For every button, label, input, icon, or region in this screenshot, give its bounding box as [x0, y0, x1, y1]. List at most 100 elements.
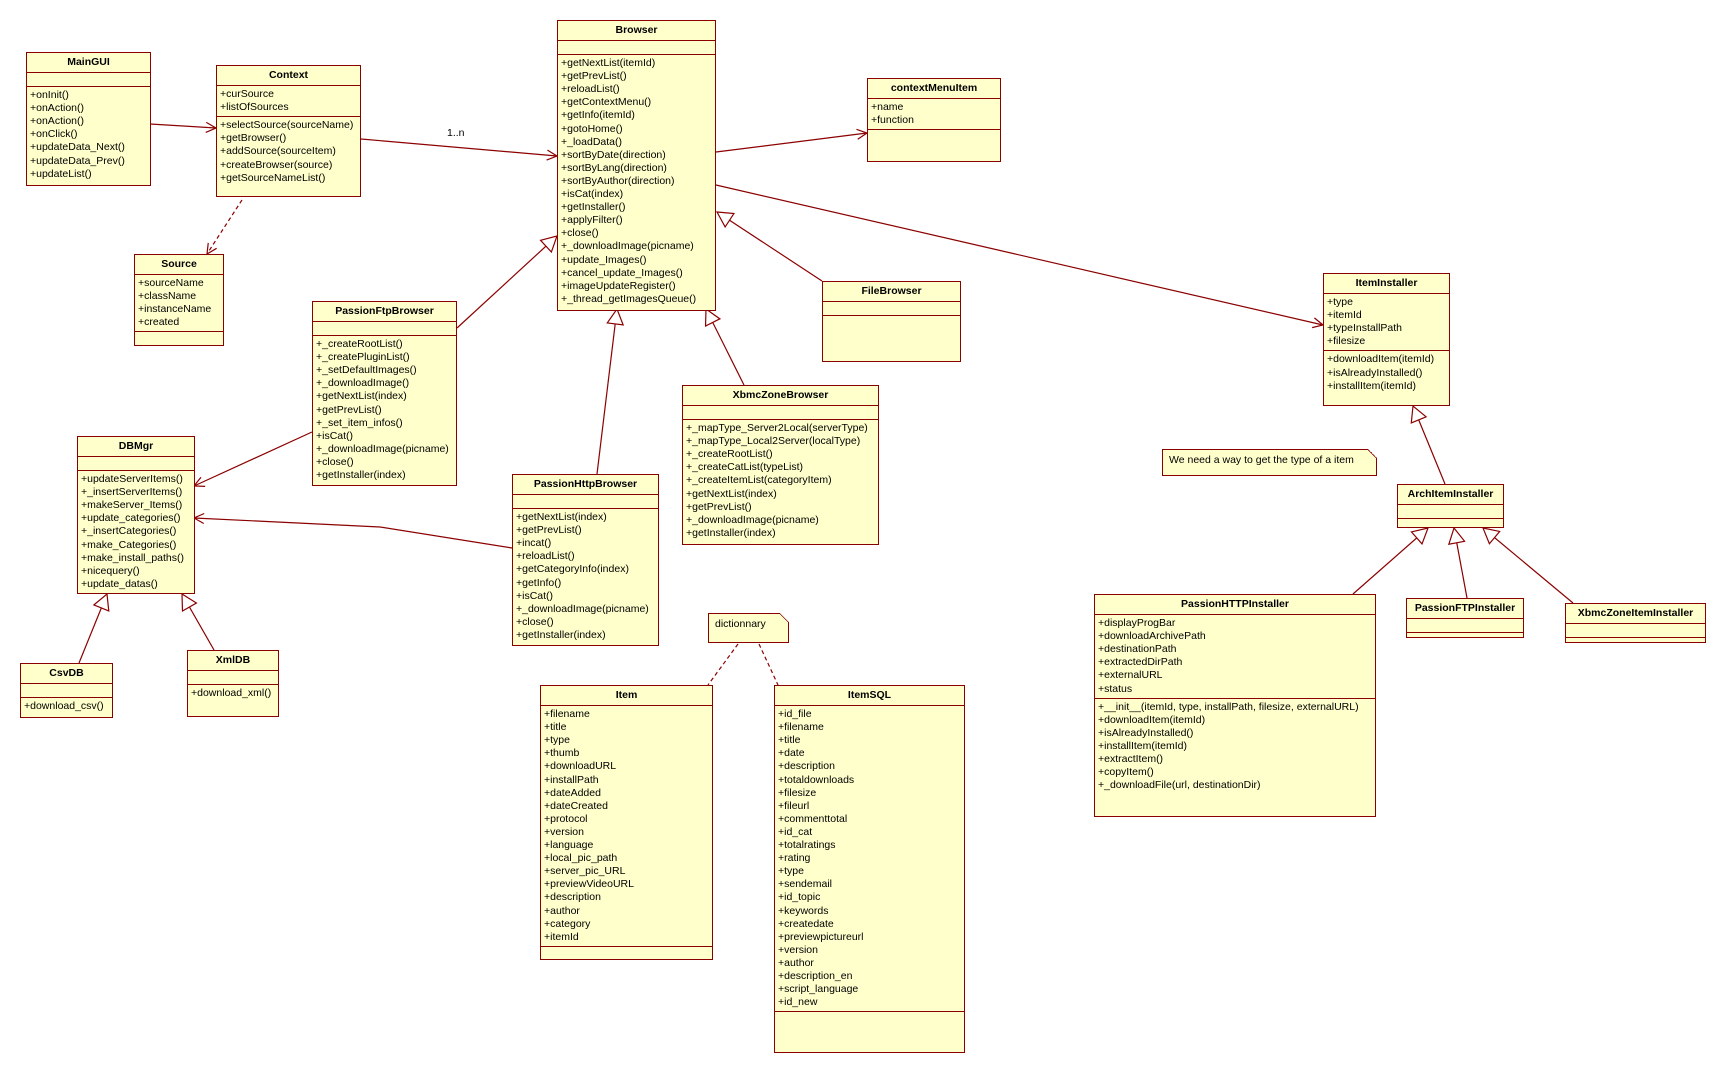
inherit-passionhttpinst-arch	[1352, 527, 1429, 595]
attribute-compartment	[1398, 505, 1503, 520]
operation: +getBrowser()	[220, 132, 287, 145]
operation: +onAction()	[30, 115, 84, 128]
attribute-compartment: +sourceName+className+instanceName+creat…	[135, 275, 223, 333]
attribute-compartment: +curSource+listOfSources	[217, 86, 360, 118]
attribute: +extractedDirPath	[1098, 656, 1183, 669]
operation: +getPrevList()	[516, 524, 582, 537]
operation: +_thread_getImagesQueue()	[561, 292, 697, 305]
operation: +getInstaller(index)	[686, 526, 776, 539]
operation: +updateServerItems()	[81, 473, 183, 486]
class-passionftpinstaller[interactable]: PassionFTPInstaller	[1406, 598, 1524, 638]
operation: +getInstaller()	[561, 201, 626, 214]
class-xbmczoneiteminstaller[interactable]: XbmcZoneItemInstaller	[1565, 603, 1706, 643]
class-name: Item	[541, 686, 712, 707]
operation: +getPrevList()	[561, 70, 627, 83]
operation: +sortByAuthor(direction)	[561, 174, 675, 187]
attribute: +version	[778, 943, 818, 956]
attribute: +language	[544, 839, 594, 852]
attribute: +title	[778, 734, 801, 747]
class-architeminstaller[interactable]: ArchItemInstaller	[1397, 484, 1504, 528]
attribute: +sourceName	[138, 277, 204, 290]
attribute: +author	[544, 904, 580, 917]
operation: +copyItem()	[1098, 766, 1154, 779]
inherit-arch-iteminstaller	[1410, 404, 1446, 485]
attribute: +id_cat	[778, 825, 813, 838]
operation: +applyFilter()	[561, 214, 623, 227]
operation-compartment: +getNextList(index)+getPrevList()+incat(…	[513, 509, 658, 644]
class-passionhttpbrowser[interactable]: PassionHttpBrowser+getNextList(index)+ge…	[512, 474, 659, 646]
operation: +_downloadFile(url, destinationDir)	[1098, 779, 1261, 792]
operation: +download_csv()	[24, 700, 104, 713]
class-contextmenuitem[interactable]: contextMenuItem+name+function	[867, 78, 1001, 162]
attribute: +function	[871, 114, 914, 127]
attribute: +downloadURL	[544, 760, 617, 773]
attribute: +downloadArchivePath	[1098, 630, 1206, 643]
operation: +getInfo(itemId)	[561, 109, 635, 122]
class-item[interactable]: Item+filename+title+type+thumb+downloadU…	[540, 685, 713, 960]
class-maingui[interactable]: MainGUI+onInit()+onAction()+onAction()+o…	[26, 52, 151, 186]
operation: +_createCatList(typeList)	[686, 461, 804, 474]
operation: +_createItemList(categoryItem)	[686, 474, 832, 487]
attribute-compartment	[78, 457, 194, 472]
inherit-passionhttp-browser	[596, 307, 625, 475]
class-name: Context	[217, 66, 360, 87]
operation: +getNextList(index)	[316, 390, 407, 403]
attribute: +description	[778, 760, 835, 773]
operation-compartment	[541, 947, 712, 960]
class-csvdb[interactable]: CsvDB +download_csv()	[20, 663, 113, 718]
class-itemsql[interactable]: ItemSQL+id_file+filename+title+date+desc…	[774, 685, 965, 1053]
class-name: XbmcZoneBrowser	[683, 386, 878, 407]
assoc-context-browser	[360, 138, 557, 156]
operation: +isAlreadyInstalled()	[1098, 726, 1194, 739]
attribute: +itemId	[1327, 309, 1362, 322]
class-xbmczonebrowser[interactable]: XbmcZoneBrowser +_mapType_Server2Local(se…	[682, 385, 879, 545]
attribute: +filename	[778, 721, 824, 734]
operation: +update_Images()	[561, 253, 647, 266]
attribute: +title	[544, 721, 567, 734]
operation: +_mapType_Server2Local(serverType)	[686, 422, 868, 435]
operation: +imageUpdateRegister()	[561, 279, 676, 292]
attribute-compartment	[188, 671, 278, 686]
class-name: PassionFTPInstaller	[1407, 599, 1523, 620]
operation: +_downloadImage(picname)	[516, 602, 649, 615]
inherit-csvdb-dbmgr	[78, 592, 110, 664]
attribute: +displayProgBar	[1098, 617, 1176, 630]
attribute-compartment: +id_file+filename+title+date+description…	[775, 706, 964, 1013]
class-passionhttpinstaller[interactable]: PassionHTTPInstaller+displayProgBar+down…	[1094, 594, 1376, 817]
class-name: CsvDB	[21, 664, 112, 685]
operation-compartment	[135, 332, 223, 345]
operation: +getInfo()	[516, 576, 562, 589]
class-name: Source	[135, 255, 223, 276]
inherit-file-browser	[715, 211, 823, 282]
operation: +close()	[516, 615, 554, 628]
assoc-passionftp-dbmgr	[194, 431, 313, 486]
operation: +cancel_update_Images()	[561, 266, 683, 279]
class-filebrowser[interactable]: FileBrowser	[822, 281, 961, 362]
class-dbmgr[interactable]: DBMgr+updateServerItems()+_insertServerI…	[77, 436, 195, 594]
operation: +selectSource(sourceName)	[220, 119, 354, 132]
operation: +make_Categories()	[81, 538, 177, 551]
class-browser[interactable]: Browser+getNextList(itemId)+getPrevList(…	[557, 20, 716, 311]
class-passionftpbrowser[interactable]: PassionFtpBrowser+_createRootList()+_cre…	[312, 301, 457, 486]
operation: +updateList()	[30, 167, 92, 180]
attribute-compartment: +filename+title+type+thumb+downloadURL+i…	[541, 706, 712, 947]
operation: +extractItem()	[1098, 753, 1164, 766]
operation: +downloadItem(itemId)	[1327, 353, 1435, 366]
attribute: +id_file	[778, 708, 812, 721]
operation: +isCat()	[316, 429, 354, 442]
class-name: MainGUI	[27, 53, 150, 74]
class-source[interactable]: Source+sourceName+className+instanceName…	[134, 254, 224, 346]
operation-compartment	[1398, 519, 1503, 532]
assoc-maingui-context	[149, 124, 216, 128]
class-xmldb[interactable]: XmlDB+download_xml()	[187, 650, 279, 717]
class-iteminstaller[interactable]: ItemInstaller+type+itemId+typeInstallPat…	[1323, 273, 1450, 406]
class-context[interactable]: Context+curSource+listOfSources+selectSo…	[216, 65, 361, 197]
operation: +sortByDate(direction)	[561, 148, 666, 161]
attribute-compartment	[27, 73, 150, 88]
attribute: +installPath	[544, 773, 599, 786]
attribute: +itemId	[544, 930, 579, 943]
note-anchor-itemsql	[758, 643, 779, 686]
operation: +_setDefaultImages()	[316, 364, 417, 377]
attribute: +dateCreated	[544, 799, 608, 812]
multiplicity-label: 1..n	[447, 127, 465, 139]
